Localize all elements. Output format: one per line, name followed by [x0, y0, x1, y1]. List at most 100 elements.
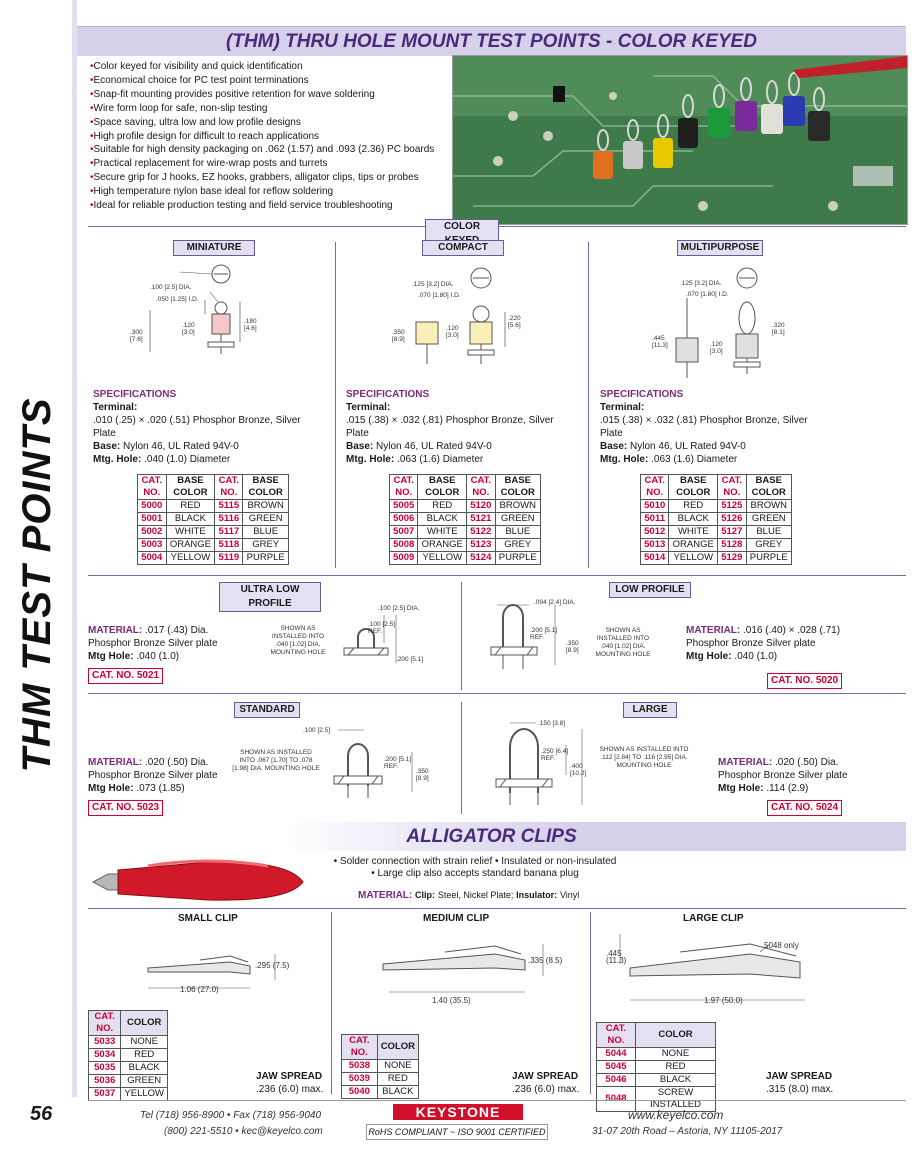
feature-item: High temperature nylon base ideal for re…: [90, 185, 450, 199]
multipurpose-dim-id: .070 [1.80] I.D.: [686, 291, 729, 298]
medium-clip-jaw: JAW SPREAD .236 (6.0) max.: [512, 1070, 579, 1096]
large-dim-width: .150 [3.8]: [538, 720, 566, 727]
color-cell: ORANGE: [417, 538, 468, 552]
low-profile-label: LOW PROFILE: [609, 582, 691, 598]
clip-value: Steel, Nickel Plate;: [437, 890, 514, 900]
side-title: THM TEST POINTS: [15, 397, 59, 773]
ultra-low-note: SHOWN AS INSTALLED INTO .040 [1.02] DIA.…: [270, 625, 326, 656]
medium-clip-dim-length: 1.40 (35.5): [432, 996, 471, 1005]
cat-no-cell: 5002: [137, 525, 167, 539]
large-clip-label: LARGE CLIP: [683, 913, 744, 924]
cat-no-cell: 5128: [717, 538, 747, 552]
color-cell: WHITE: [417, 525, 468, 539]
ultra-low-material: MATERIAL: .017 (.43) Dia. Phosphor Bronz…: [88, 624, 238, 663]
standard-material: MATERIAL: .020 (.50) Dia. Phosphor Bronz…: [88, 756, 238, 795]
large-note: SHOWN AS INSTALLED INTO .112 [2.84] TO .…: [599, 746, 689, 769]
ultra-low-dim-dia: .100 [2.5] DIA.: [378, 605, 420, 612]
base-label: Base:: [93, 441, 121, 452]
color-cell: RED: [165, 499, 216, 513]
keystone-logo: KEYSTONE: [393, 1104, 523, 1120]
material-value: .016 (.40) × .028 (.71) Phosphor Bronze …: [686, 625, 841, 649]
large-clip-jaw: JAW SPREAD .315 (8.0) max.: [766, 1070, 833, 1096]
ultra-low-dim-height: .200 [5.1]: [396, 656, 424, 663]
cat-no-cell: 5122: [466, 525, 496, 539]
table-header-cell: CAT.NO.: [214, 474, 244, 500]
color-cell: RED: [120, 1048, 168, 1062]
table-header-cell: CAT.NO.: [466, 474, 496, 500]
alligator-feature-2: • Large clip also accepts standard banan…: [371, 868, 579, 879]
feature-item: Ideal for reliable production testing an…: [90, 199, 450, 213]
medium-clip-drawing: [382, 944, 544, 993]
cat-no-cell: 5000: [137, 499, 167, 513]
table-header-cell: CAT. NO.: [341, 1034, 378, 1060]
cat-no-cell: 5014: [639, 551, 670, 565]
small-clip-dim-length: 1.06 (27.0): [180, 985, 219, 994]
cat-no-cell: 5011: [639, 512, 670, 526]
feature-item: Suitable for high density packaging on .…: [90, 143, 450, 157]
material-label: MATERIAL:: [718, 757, 773, 768]
cat-no-cell: 5035: [87, 1061, 122, 1075]
material-label: MATERIAL:: [88, 625, 143, 636]
compact-dim-id: .070 [1.80] I.D.: [418, 292, 461, 299]
table-header-row: CAT. NO.COLOR: [87, 1010, 168, 1036]
color-cell: GREEN: [745, 512, 793, 526]
feature-item: Wire form loop for safe, non-slip testin…: [90, 102, 450, 116]
color-cell: PURPLE: [242, 551, 289, 565]
section-divider: [588, 242, 589, 568]
base-value: Nylon 46, UL Rated 94V-0: [630, 441, 746, 452]
cat-no-cell: 5123: [466, 538, 496, 552]
terminal-value: .010 (.25) × .020 (.51) Phosphor Bronze,…: [93, 415, 301, 439]
section-rule: [88, 693, 906, 694]
feature-item: Space saving, ultra low and low profile …: [90, 116, 450, 130]
section-divider: [335, 242, 336, 568]
material-value: .020 (.50) Dia. Phosphor Bronze Silver p…: [718, 757, 848, 781]
spec-heading: SPECIFICATIONS: [600, 389, 684, 400]
footer-website[interactable]: www.keyelco.com: [628, 1108, 724, 1122]
compact-label: COMPACT: [422, 240, 504, 256]
table-header-cell: CAT.NO.: [137, 474, 167, 500]
low-dim-height: .350 [8.9]: [566, 640, 579, 654]
material-label: MATERIAL:: [88, 757, 143, 768]
multipurpose-specs: SPECIFICATIONS Terminal: .015 (.38) × .0…: [600, 388, 830, 466]
cat-no-cell: 5040: [341, 1085, 378, 1099]
insulator-label: Insulator:: [516, 890, 558, 900]
feature-list: Color keyed for visibility and quick ide…: [90, 60, 450, 213]
cat-no-cell: 5004: [137, 551, 167, 565]
small-clip-jaw: JAW SPREAD .236 (6.0) max.: [256, 1070, 323, 1096]
color-cell: NONE: [376, 1059, 420, 1073]
miniature-specs: SPECIFICATIONS Terminal: .010 (.25) × .0…: [93, 388, 323, 466]
standard-dim-ref: .200 [5.1] REF.: [384, 756, 412, 770]
feature-item: Practical replacement for wire-wrap post…: [90, 157, 450, 171]
hole-value: .040 (1.0): [734, 651, 778, 662]
base-label: Base:: [346, 441, 374, 452]
color-cell: BROWN: [494, 499, 542, 513]
miniature-dim-id: .050 [1.25] I.D.: [156, 296, 199, 303]
color-cell: BLACK: [165, 512, 216, 526]
hole-label: Mtg Hole:: [718, 783, 764, 794]
small-clip-dim-height: .295 (7.5): [255, 961, 290, 970]
large-label: LARGE: [623, 702, 677, 718]
table-header-row: CAT. NO.COLOR: [596, 1022, 717, 1048]
hole-label: Mtg Hole:: [88, 651, 134, 662]
miniature-dim-dia: .100 [2.5] DIA.: [150, 284, 192, 291]
footer-phone: (800) 221-5510 • kec@keyelco.com: [164, 1126, 323, 1137]
low-profile-drawing: [490, 604, 556, 669]
cat-no-cell: 5003: [137, 538, 167, 552]
low-dim-ref: .200 [5.1] REF.: [530, 627, 558, 641]
standard-note: SHOWN AS INSTALLED INTO .067 [1.70] TO .…: [232, 749, 320, 772]
jaw-label: JAW SPREAD: [256, 1071, 323, 1082]
color-cell: BLACK: [120, 1061, 168, 1075]
multipurpose-dim-top: .320 [8.1]: [772, 322, 785, 336]
